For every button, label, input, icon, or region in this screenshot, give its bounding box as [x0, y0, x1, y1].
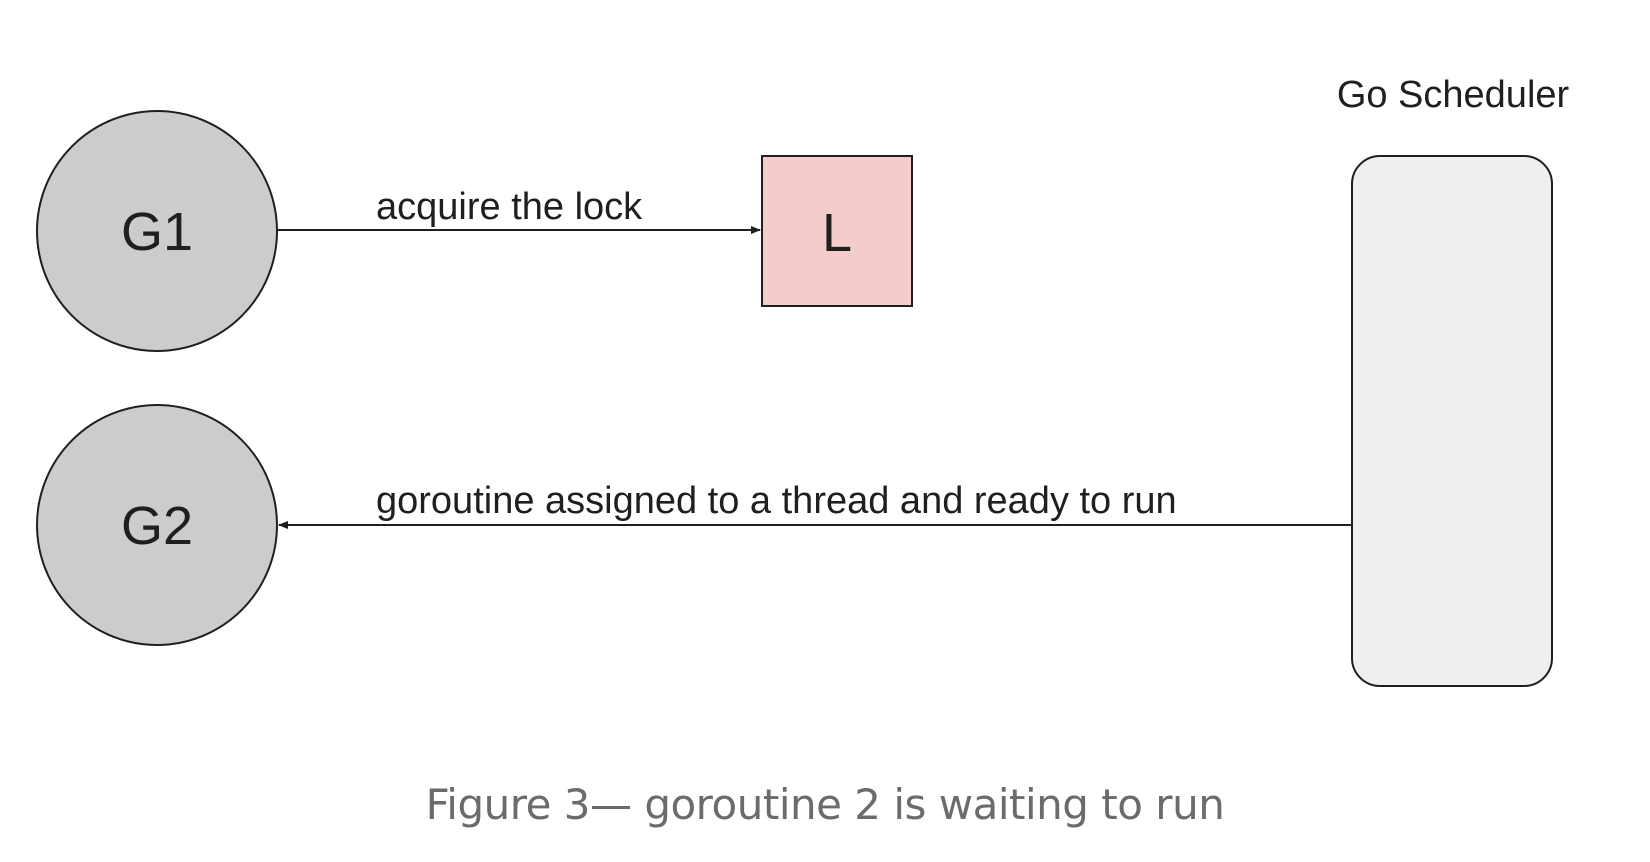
node-lock-shape: [761, 155, 913, 307]
node-lock-label: L: [822, 203, 852, 263]
node-scheduler-label: Go Scheduler: [1337, 74, 1570, 116]
edge-assign-thread: goroutine assigned to a thread and ready…: [278, 480, 1352, 529]
node-g1-label: G1: [121, 202, 193, 262]
node-g2-label: G2: [121, 496, 193, 556]
node-lock: L: [761, 155, 913, 307]
node-g1: G1: [36, 110, 278, 352]
node-scheduler: Go Scheduler: [1337, 74, 1570, 687]
node-scheduler-shape: [1351, 155, 1553, 687]
figure-caption: Figure 3— goroutine 2 is waiting to run: [425, 780, 1225, 829]
edge-acquire-lock-label: acquire the lock: [376, 186, 643, 228]
edge-assign-thread-label: goroutine assigned to a thread and ready…: [376, 480, 1177, 522]
edge-acquire-lock: acquire the lock: [277, 186, 761, 234]
node-g2-shape: [36, 404, 278, 646]
node-g2: G2: [36, 404, 278, 646]
